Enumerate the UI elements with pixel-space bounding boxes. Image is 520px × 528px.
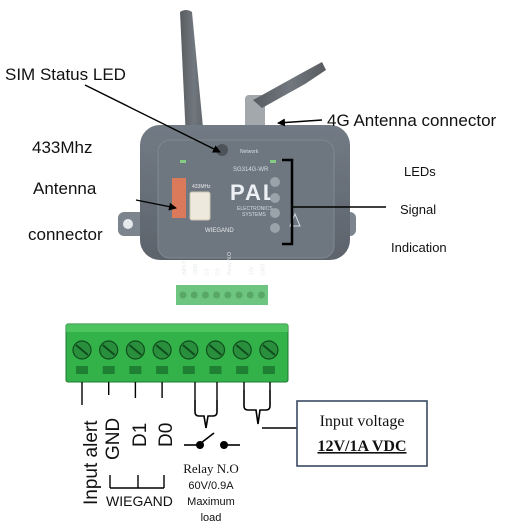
device-led-1 <box>270 177 280 187</box>
input-alert-label: Input alert <box>81 420 102 505</box>
device-pin-label: 12V <box>249 265 255 275</box>
terminal-screw-slot <box>102 344 116 356</box>
device-pin-label: INPUT <box>182 260 188 275</box>
network-label: Network <box>240 149 259 155</box>
device-terminal-block <box>176 285 268 305</box>
device-pin-label: GND <box>260 264 266 276</box>
4g-antenna <box>253 62 326 108</box>
relay-rating-label: 60V/0.9A <box>188 480 234 492</box>
input-voltage-title: Input voltage <box>320 413 405 430</box>
device-led-4 <box>270 223 280 233</box>
device-screw <box>246 291 254 299</box>
terminal-socket <box>209 366 222 374</box>
4g-antenna-connector-label: 4G Antenna connector <box>327 111 497 130</box>
device-pin-label: D0 <box>216 268 222 275</box>
device-pin-label: Relay N.O <box>227 252 233 275</box>
device-led-3 <box>270 208 280 218</box>
terminal-screw-slot <box>208 344 223 356</box>
power-bracket <box>243 390 271 425</box>
terminal-block <box>65 323 289 383</box>
input-voltage-box <box>296 400 428 467</box>
sim-led-arrow <box>84 84 221 153</box>
terminal-socket <box>262 366 275 374</box>
terminal-wires <box>81 382 271 405</box>
input-voltage-value: 12V/1A VDC <box>317 438 406 455</box>
device-screw <box>201 291 209 299</box>
device-screw <box>190 291 198 299</box>
relay-bracket <box>194 400 218 429</box>
terminal-screw-slot <box>182 344 196 356</box>
led-bracket <box>282 158 294 246</box>
device-pin-label: GND <box>193 264 199 276</box>
device-pin-label: D1 <box>204 268 210 275</box>
signal-label: Signal <box>400 202 436 217</box>
terminal-socket <box>182 366 195 374</box>
terminal-socket <box>76 366 88 374</box>
relay-switch-symbol <box>184 432 240 449</box>
4g-antenna-arrow <box>277 118 323 127</box>
device-wiegand-label: WIEGAND <box>205 228 234 234</box>
terminal-screw-slot <box>155 344 169 356</box>
terminal-socket <box>156 366 169 374</box>
terminal-socket <box>129 366 142 374</box>
433mhz-chip <box>172 178 186 218</box>
brand-sub-1: ELECTRONICS <box>237 206 273 212</box>
device-screw <box>235 291 243 299</box>
device-image: Network 433MHz SG314G-WR PAL ELECTRONICS… <box>118 10 356 305</box>
d0-label: D0 <box>156 423 177 447</box>
leds-label: LEDs <box>404 164 436 179</box>
antenna-connector-block <box>189 191 211 221</box>
model-label: SG314G-WR <box>233 167 269 173</box>
relay-load-label: load <box>201 512 222 524</box>
wiegand-bracket <box>109 475 165 489</box>
sim-status-led-label: SIM Status LED <box>5 65 126 84</box>
antenna-label: Antenna <box>33 179 97 198</box>
wiegand-label: WIEGAND <box>106 493 173 509</box>
terminal-screw-slot <box>235 344 249 356</box>
frequency-label: 433Mhz <box>32 138 92 157</box>
chip-label: 433MHz <box>192 184 211 190</box>
brand-sub-2: SYSTEMS <box>242 212 267 218</box>
relay-no-label: Relay N.O <box>183 461 239 476</box>
device-led-2 <box>270 193 280 203</box>
connector-label: connector <box>28 225 103 244</box>
gnd-label: GND <box>103 418 124 460</box>
indication-label: Indication <box>391 240 447 255</box>
device-screw <box>213 291 221 299</box>
terminal-screw-slot <box>262 344 276 356</box>
terminal-socket <box>102 366 115 374</box>
antenna-connector-arrow <box>135 199 177 211</box>
device-screw <box>224 291 232 299</box>
relay-maximum-label: Maximum <box>187 496 235 508</box>
terminal-socket <box>236 366 249 374</box>
terminal-screw-slot <box>128 344 143 356</box>
device-screw <box>179 291 187 299</box>
terminal-screw-slot <box>75 344 89 356</box>
device-screw <box>257 291 265 299</box>
device-pin-labels: INPUT GND D1 D0 Relay N.O 12V GND <box>182 252 266 275</box>
d1-label: D1 <box>130 423 151 447</box>
brand-logo: PAL <box>230 180 278 205</box>
